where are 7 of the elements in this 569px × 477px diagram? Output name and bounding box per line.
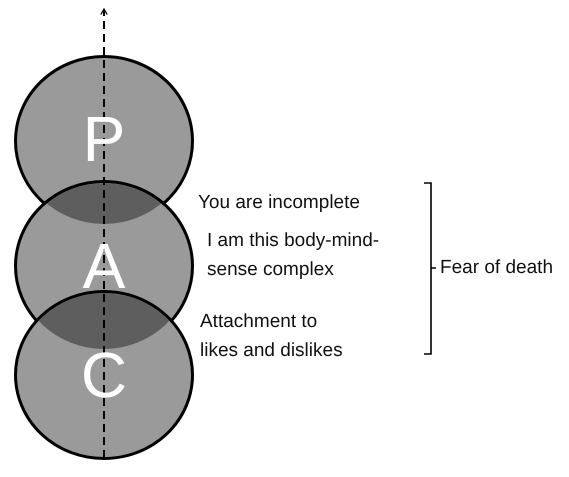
annotation-text: You are incomplete: [198, 191, 361, 215]
annotation-text: I am this body-mind-sense complex: [207, 229, 380, 282]
circle-letter: P: [82, 107, 126, 171]
circle-letter: A: [82, 234, 126, 298]
circle-letter: C: [80, 343, 128, 407]
annotation-text: Fear of death: [440, 256, 554, 280]
annotation-text: Attachment to likes and dislikes: [200, 310, 344, 363]
